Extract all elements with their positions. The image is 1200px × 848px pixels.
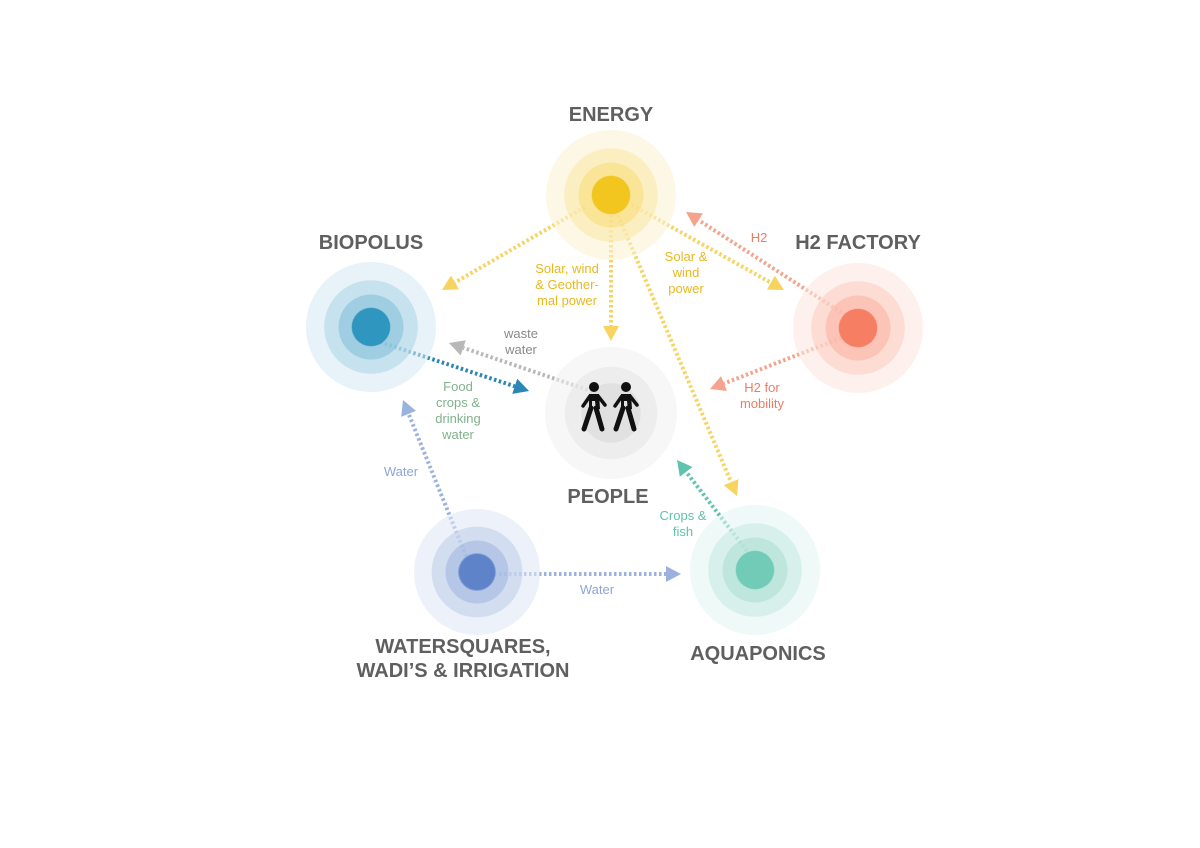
flow-label-line: Solar & [665, 249, 708, 264]
flow-label-line: waste [503, 326, 538, 341]
biopolus-core [352, 308, 390, 346]
flow-label-line: H2 for [744, 380, 780, 395]
flow-label-h2-energy: H2 [751, 230, 768, 245]
biopolus-title: BIOPOLUS [319, 232, 423, 254]
energy-core [592, 176, 630, 214]
people-icon-layer [581, 382, 639, 432]
arrowhead-water-aquaponics [666, 566, 681, 582]
flow-label-line: wind [672, 265, 700, 280]
arrowhead-energy-aquaponics [723, 479, 739, 496]
energy-title-line: ENERGY [569, 104, 654, 126]
biopolus-title-line: BIOPOLUS [319, 232, 423, 254]
flow-label-water-aquaponics: Water [580, 582, 615, 597]
two-walking-people-icon [581, 382, 639, 432]
node-people [545, 347, 677, 479]
flow-label-line: Food [443, 379, 473, 394]
h2-title-line: H2 FACTORY [795, 232, 921, 254]
node-aquaponics [690, 505, 820, 635]
node-h2 [793, 263, 923, 393]
flow-line-people-biopolus [462, 345, 598, 395]
flow-label-energy-people: Solar, wind& Geother-mal power [535, 261, 599, 308]
water-title-line: WADI’S & IRRIGATION [357, 660, 570, 682]
flow-label-line: drinking [435, 411, 481, 426]
h2-core [839, 309, 877, 347]
flow-label-line: power [668, 281, 704, 296]
water-title-line: WATERSQUARES, [375, 636, 550, 658]
aquaponics-title: AQUAPONICS [690, 643, 826, 665]
flow-line-energy-aquaponics [616, 214, 733, 483]
flow-line-biopolus-people [379, 340, 516, 389]
water-core [459, 554, 495, 590]
flow-label-line: Water [384, 464, 419, 479]
energy-title: ENERGY [569, 104, 654, 126]
aquaponics-core [736, 551, 774, 589]
flow-label-line: mobility [740, 396, 785, 411]
aquaponics-title-line: AQUAPONICS [690, 643, 826, 665]
flow-label-line: Crops & [660, 508, 707, 523]
flow-label-aquaponics-people: Crops &fish [660, 508, 707, 539]
node-biopolus [306, 262, 436, 392]
flow-label-line: mal power [537, 293, 598, 308]
people-title-line: PEOPLE [567, 486, 648, 508]
arrowhead-aquaponics-people [677, 460, 693, 477]
arrowhead-water-biopolus [401, 400, 417, 417]
h2-title: H2 FACTORY [795, 232, 921, 254]
flow-label-line: water [441, 427, 474, 442]
flow-label-line: Solar, wind [535, 261, 599, 276]
arrowhead-energy-biopolus [442, 275, 459, 290]
flow-label-line: crops & [436, 395, 480, 410]
labels: ENERGY BIOPOLUS H2 FACTORY PEOPLE WATERSQUAR… [319, 104, 922, 682]
flow-label-line: H2 [751, 230, 768, 245]
arrowhead-energy-people [603, 326, 619, 341]
node-water [414, 509, 540, 635]
arrowhead-energy-h2 [767, 275, 784, 290]
flow-label-line: Water [580, 582, 615, 597]
water-title: WATERSQUARES,WADI’S & IRRIGATION [357, 636, 570, 682]
node-energy [546, 130, 676, 260]
arrowhead-biopolus-people [512, 378, 529, 394]
arrowhead-people-biopolus [449, 340, 466, 356]
flow-label-line: fish [673, 524, 693, 539]
nodes [306, 130, 923, 635]
flow-label-line: water [504, 342, 537, 357]
flow-label-line: & Geother- [535, 277, 599, 292]
arrowhead-h2-energy [686, 212, 703, 227]
flow-label-water-biopolus: Water [384, 464, 419, 479]
people-title: PEOPLE [567, 486, 648, 508]
arrowhead-h2-people [710, 376, 727, 392]
